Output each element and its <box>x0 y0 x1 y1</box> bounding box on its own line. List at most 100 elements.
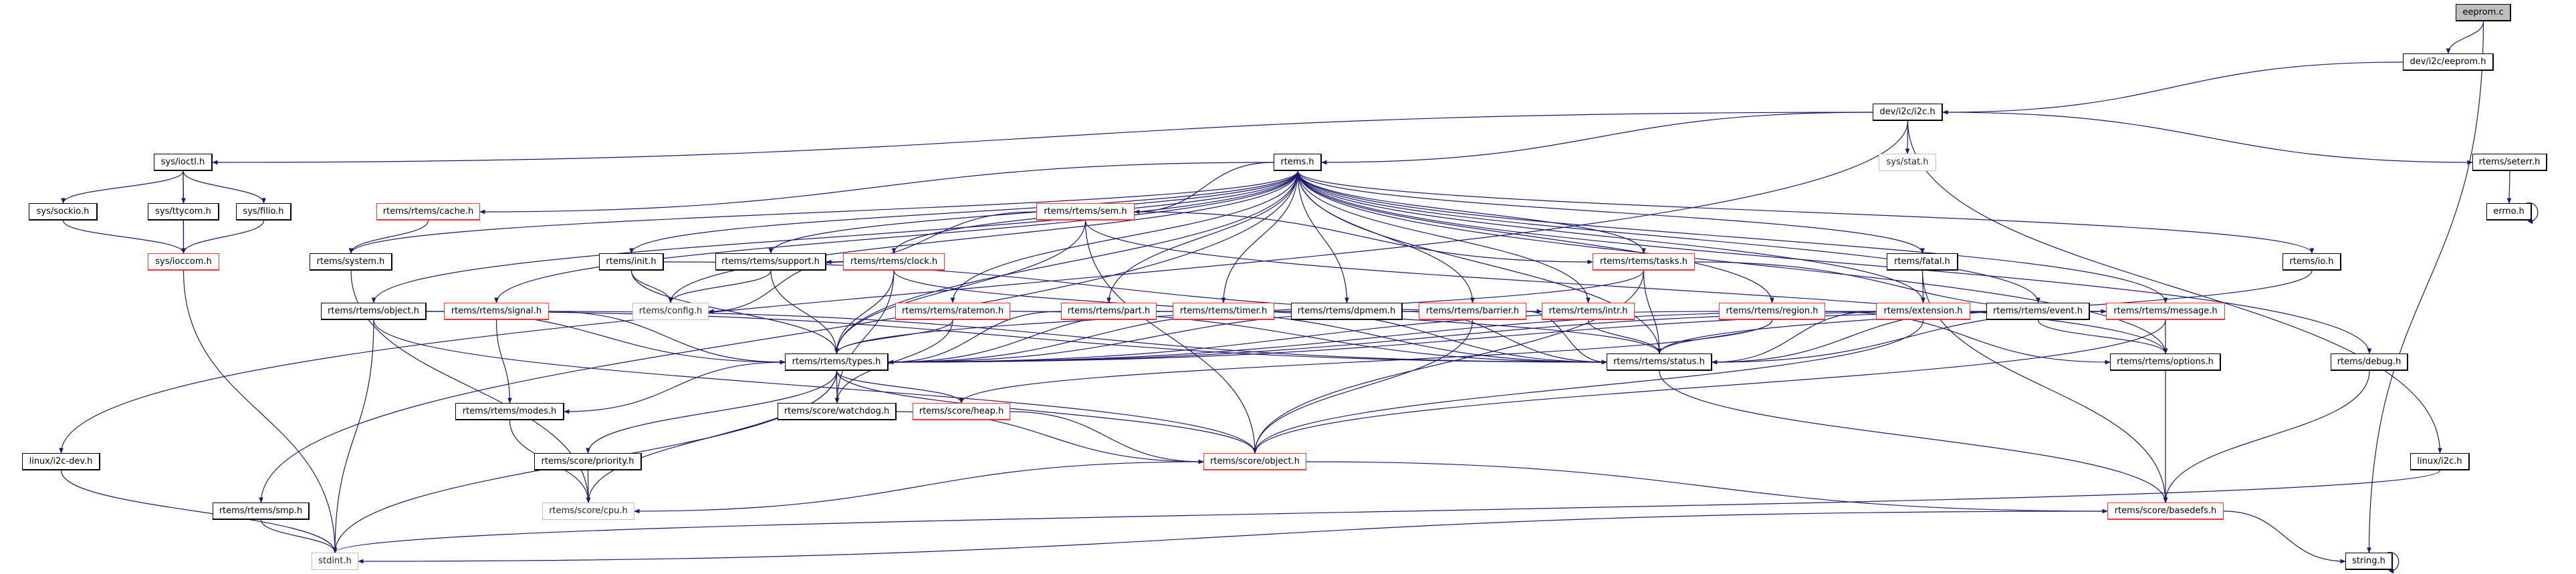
include-edge <box>1306 461 2108 514</box>
include-edge <box>564 362 786 414</box>
include-edge <box>2446 21 2484 54</box>
graph-node[interactable]: rtems/rtems/part.h <box>1061 303 1157 320</box>
graph-node[interactable]: rtems/debug.h <box>2331 353 2408 371</box>
graph-node[interactable]: rtems/rtems/smp.h <box>213 503 310 520</box>
graph-node[interactable]: rtems/score/object.h <box>1203 453 1306 470</box>
graph-node[interactable]: rtems/rtems/object.h <box>321 303 427 320</box>
graph-node[interactable]: rtems/rtems/event.h <box>1986 303 2090 320</box>
graph-node[interactable]: rtems/rtems/timer.h <box>1173 303 1274 320</box>
include-edge <box>1526 311 1607 365</box>
graph-node[interactable]: rtems/config.h <box>632 303 709 320</box>
graph-node[interactable]: sys/filio.h <box>236 203 291 221</box>
graph-node[interactable]: rtems/rtems/barrier.h <box>1419 303 1526 320</box>
graph-node[interactable]: rtems/score/basedefs.h <box>2107 503 2224 520</box>
include-edge <box>1297 170 1591 303</box>
graph-node[interactable]: rtems/score/watchdog.h <box>778 403 897 420</box>
graph-node[interactable]: rtems/score/priority.h <box>534 453 642 470</box>
include-edge <box>586 370 838 454</box>
graph-node[interactable]: sys/ioctl.h <box>154 154 213 171</box>
graph-node[interactable]: rtems/rtems/region.h <box>1719 303 1825 320</box>
graph-node[interactable]: rtems/system.h <box>310 253 392 271</box>
include-edge <box>770 270 839 354</box>
include-edge <box>1252 319 1924 454</box>
graph-node[interactable]: rtems/rtems/cache.h <box>376 203 480 221</box>
graph-node[interactable]: rtems/rtems/clock.h <box>843 253 945 271</box>
include-edge <box>1134 162 1274 214</box>
graph-node[interactable]: rtems/rtems/support.h <box>715 253 826 271</box>
graph-node[interactable]: rtems/extension.h <box>1876 303 1970 320</box>
graph-node[interactable]: rtems/rtems/modes.h <box>455 403 564 420</box>
graph-node[interactable]: rtems/seterr.h <box>2472 154 2547 171</box>
include-edge <box>333 470 2441 553</box>
include-edge <box>548 311 786 365</box>
include-edge <box>1907 120 2442 454</box>
graph-node[interactable]: rtems/score/cpu.h <box>542 503 634 520</box>
include-edge <box>1942 61 2404 115</box>
include-edge <box>1321 112 1873 165</box>
include-edge <box>1297 170 2040 303</box>
include-edge <box>59 120 1909 454</box>
include-edge <box>2037 319 2168 354</box>
graph-node[interactable]: rtems/io.h <box>2282 253 2341 271</box>
include-edge <box>668 270 772 303</box>
graph-node[interactable]: rtems/rtems/status.h <box>1607 353 1712 371</box>
include-edge <box>348 170 1298 254</box>
include-edge <box>834 270 895 354</box>
include-edge <box>2367 21 2484 553</box>
graph-node[interactable]: rtems/rtems/sem.h <box>1036 203 1135 221</box>
include-edge <box>834 220 1086 354</box>
graph-node[interactable]: rtems/rtems/message.h <box>2106 303 2225 320</box>
include-edge <box>183 170 266 204</box>
graph-node[interactable]: rtems/fatal.h <box>1887 253 1958 271</box>
include-edge <box>358 511 2108 564</box>
include-edge <box>260 519 338 553</box>
include-edge <box>2387 552 2399 574</box>
include-edge <box>834 370 840 404</box>
graph-node[interactable]: linux/i2c-dev.h <box>22 453 100 470</box>
include-edge <box>668 170 1298 303</box>
graph-node[interactable]: sys/ttycom.h <box>148 203 219 221</box>
include-edge <box>548 311 1607 365</box>
include-edge <box>212 112 1873 165</box>
graph-node[interactable]: rtems/rtems/tasks.h <box>1593 253 1695 271</box>
include-edge <box>959 319 1773 404</box>
graph-node[interactable]: rtems/rtems/signal.h <box>444 303 549 320</box>
graph-node[interactable]: sys/ioccom.h <box>148 253 219 271</box>
graph-node[interactable]: rtems/rtems/ratemon.h <box>895 303 1010 320</box>
include-edge <box>629 170 1298 254</box>
graph-node[interactable]: sys/stat.h <box>1879 154 1936 171</box>
graph-node[interactable]: errno.h <box>2486 203 2532 221</box>
include-edge <box>1712 311 1877 365</box>
graph-node[interactable]: dev/i2c/eeprom.h <box>2403 53 2494 71</box>
graph-node[interactable]: rtems/init.h <box>599 253 664 271</box>
include-edge <box>2163 370 2370 503</box>
graph-node[interactable]: string.h <box>2345 553 2393 570</box>
include-edge <box>1221 170 1298 303</box>
graph-node[interactable]: linux/i2c.h <box>2410 453 2470 470</box>
include-edge <box>181 220 265 254</box>
include-edge <box>1084 220 2168 354</box>
include-edge <box>1297 170 1349 303</box>
graph-node[interactable]: rtems/rtems/types.h <box>785 353 889 371</box>
graph-node[interactable]: rtems/score/heap.h <box>913 403 1010 420</box>
graph-node[interactable]: eeprom.c <box>2456 4 2511 21</box>
graph-node[interactable]: dev/i2c/i2c.h <box>1873 104 1943 121</box>
include-edge <box>495 319 512 404</box>
include-edge <box>1657 270 2313 354</box>
include-edge <box>630 270 673 303</box>
include-edge <box>1252 319 1474 454</box>
graph-node[interactable]: sys/sockio.h <box>29 203 98 221</box>
include-edge <box>836 370 964 404</box>
graph-node[interactable]: stdint.h <box>312 553 358 570</box>
graph-node[interactable]: rtems/rtems/options.h <box>2110 353 2221 371</box>
include-edge <box>1084 220 1258 454</box>
graph-node[interactable]: rtems/rtems/intr.h <box>1542 303 1635 320</box>
include-edge <box>2223 511 2346 564</box>
include-edge <box>834 170 1298 354</box>
include-edge <box>373 319 1258 454</box>
include-edge <box>834 270 895 404</box>
include-edge <box>479 162 1274 214</box>
graph-node[interactable]: rtems.h <box>1274 154 1322 171</box>
graph-node[interactable]: rtems/rtems/dpmem.h <box>1291 303 1403 320</box>
